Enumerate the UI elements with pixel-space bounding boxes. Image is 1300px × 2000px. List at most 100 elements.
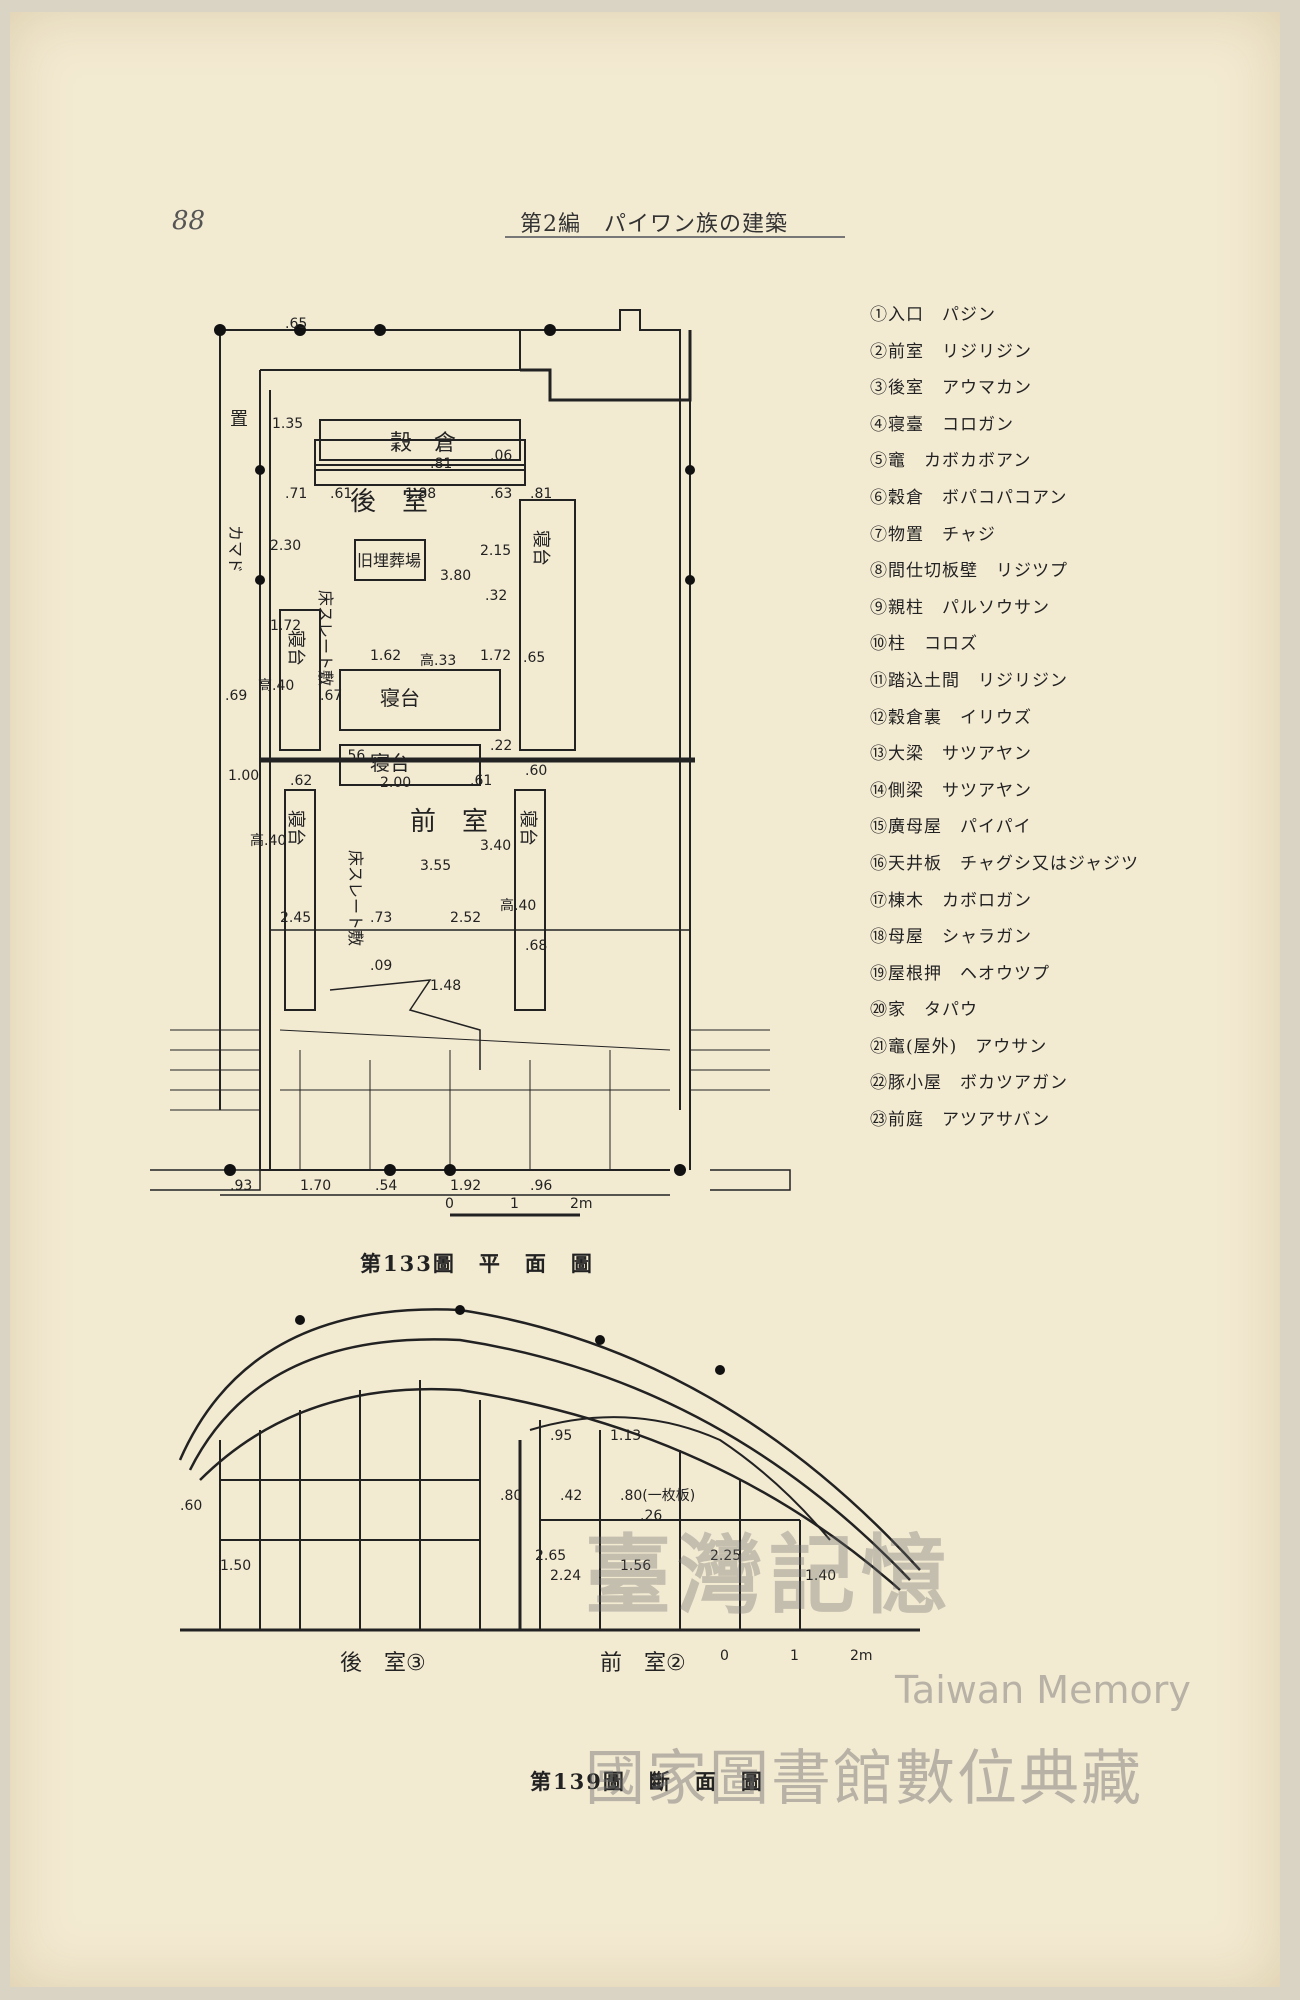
plan-label-bed-left: 寝台 — [285, 630, 306, 666]
dim: .60 — [180, 1498, 202, 1514]
section-label-back-room: 後 室③ — [340, 1651, 426, 1676]
legend-item: ⑥穀倉 ボパコパコアン — [870, 487, 1068, 508]
dim: .62 — [290, 773, 312, 789]
header-rule — [505, 236, 845, 238]
legend-item: ⑤竈 カボカボアン — [870, 451, 1032, 472]
legend-item: ⑲屋根押 ヘオウツプ — [870, 963, 1050, 984]
dim: .26 — [640, 1508, 662, 1524]
dim: .93 — [230, 1178, 252, 1194]
legend-item: ⑨親柱 パルソウサン — [870, 597, 1050, 618]
scale-label: 0 — [720, 1648, 729, 1664]
dim: .60 — [525, 763, 547, 779]
plan-label-bed-right: 寝台 — [530, 530, 551, 566]
dim: 2.24 — [550, 1568, 581, 1584]
plan-label-bed-front-right: 寝台 — [517, 810, 538, 846]
plan-label-back-room: 後 室 — [350, 487, 428, 517]
plan-label-floor-slate-front: 床スレート敷 — [346, 850, 365, 946]
page-number: 88 — [172, 206, 206, 236]
plan-label-bed-lower: 寝台 — [370, 751, 410, 775]
dim: 3.80 — [440, 568, 471, 584]
legend-item: ①入口 パジン — [870, 305, 996, 325]
scale-label: 2m — [570, 1196, 593, 1212]
dim: 2.25 — [710, 1548, 741, 1564]
scale-label: 1 — [790, 1648, 799, 1664]
legend-item: ⑪踏込土間 リジリジン — [870, 670, 1068, 691]
dim: 1.48 — [430, 978, 461, 994]
dim: .95 — [550, 1428, 572, 1444]
legend-item: ⑫穀倉裏 イリウズ — [870, 707, 1032, 728]
plan-label-grain-store: 穀 倉 — [390, 431, 456, 456]
plan-label-storage: 置 — [230, 409, 248, 430]
legend-item: ⑦物置 チャジ — [870, 524, 996, 545]
dim: 2.65 — [535, 1548, 566, 1564]
dim: 1.92 — [450, 1178, 481, 1194]
dim: .68 — [525, 938, 547, 954]
dim: 高.40 — [258, 677, 294, 694]
dim: 1.13 — [610, 1428, 641, 1444]
plan-label-bed-front-left: 寝台 — [285, 810, 306, 846]
dim: .81 — [530, 486, 552, 502]
dim: .32 — [485, 588, 507, 604]
plan-label-front-room: 前 室 — [410, 807, 488, 837]
dim: 高.33 — [420, 652, 456, 669]
dim: .69 — [225, 688, 247, 704]
dim: .80 — [500, 1488, 522, 1504]
scale-label: 2m — [850, 1648, 873, 1664]
legend-item: ㉒豚小屋 ボカツアガン — [870, 1073, 1068, 1094]
legend-item: ㉑竈(屋外) アウサン — [870, 1036, 1048, 1057]
dim: .61 — [330, 486, 352, 502]
dim: 2.45 — [280, 910, 311, 926]
dim: 1.35 — [272, 416, 303, 432]
dim: 1.50 — [220, 1558, 251, 1574]
legend-item: ⑧間仕切板壁 リジツプ — [870, 561, 1068, 582]
dim: 2.52 — [450, 910, 481, 926]
dim: 1.56 — [620, 1558, 651, 1574]
dim: .42 — [560, 1488, 582, 1504]
scale-label: 1 — [510, 1196, 519, 1212]
legend-item: ⑮廣母屋 パイパイ — [870, 817, 1032, 838]
dim: 高.40 — [500, 897, 536, 914]
scale-label: 0 — [445, 1196, 454, 1212]
legend-item: ⑰棟木 カボロガン — [870, 890, 1032, 911]
legend-item: ⑯天井板 チャグシ又はジャジツ — [870, 853, 1139, 874]
floor-plan-drawing: 穀 倉 後 室 前 室 床スレート敷 床スレート敷 旧埋葬場 寝台 寝台 寝台 … — [150, 309, 791, 1217]
section-caption: 第139圖 斷 面 圖 — [530, 1769, 764, 1794]
dim: 2.30 — [270, 538, 301, 554]
plan-label-floor-slate: 床スレート敷 — [316, 590, 335, 686]
dim: .73 — [370, 910, 392, 926]
dim: .09 — [370, 958, 392, 974]
legend-item: ⑩柱 コロズ — [870, 634, 978, 655]
dim: 1.72 — [480, 648, 511, 664]
dim: .22 — [490, 738, 512, 754]
dim: 2.15 — [480, 543, 511, 559]
legend-item: ⑭側梁 サツアヤン — [870, 780, 1032, 801]
dim: .56 — [343, 748, 365, 764]
section-label-front-room: 前 室② — [600, 1651, 686, 1676]
legend-item: ③後室 アウマカン — [870, 378, 1032, 399]
dim: .65 — [523, 650, 545, 666]
dim: .54 — [375, 1178, 397, 1194]
section-drawing: .95 1.13 .80 .42 .80(一枚板) .26 .60 1.50 2… — [178, 1305, 921, 1676]
plan-label-kamado: カマド — [226, 525, 245, 573]
legend-item: ㉓前庭 アツアサバン — [870, 1110, 1051, 1131]
dim: 高.40 — [250, 832, 286, 849]
dim: 1.70 — [300, 1178, 331, 1194]
dim: .61 — [470, 773, 492, 789]
legend-item: ⑳家 タパウ — [870, 1000, 978, 1021]
plan-caption: 第133圖 平 面 圖 — [360, 1251, 594, 1276]
dim: 1.40 — [805, 1568, 836, 1584]
dim: .06 — [490, 448, 512, 464]
dim: 1.88 — [405, 486, 436, 502]
dim: 1.62 — [370, 648, 401, 664]
dim: .81 — [430, 456, 452, 472]
dim: .80(一枚板) — [620, 1488, 695, 1504]
book-page — [10, 12, 1280, 1987]
dim: 1.72 — [270, 618, 301, 634]
dim: .63 — [490, 486, 512, 502]
dim: .96 — [530, 1178, 552, 1194]
dim: .71 — [285, 486, 307, 502]
legend-item: ⑱母屋 シャラガン — [870, 927, 1032, 948]
dim: 3.40 — [480, 838, 511, 854]
legend-item: ②前室 リジリジン — [870, 341, 1032, 362]
dim: .67 — [320, 688, 342, 704]
